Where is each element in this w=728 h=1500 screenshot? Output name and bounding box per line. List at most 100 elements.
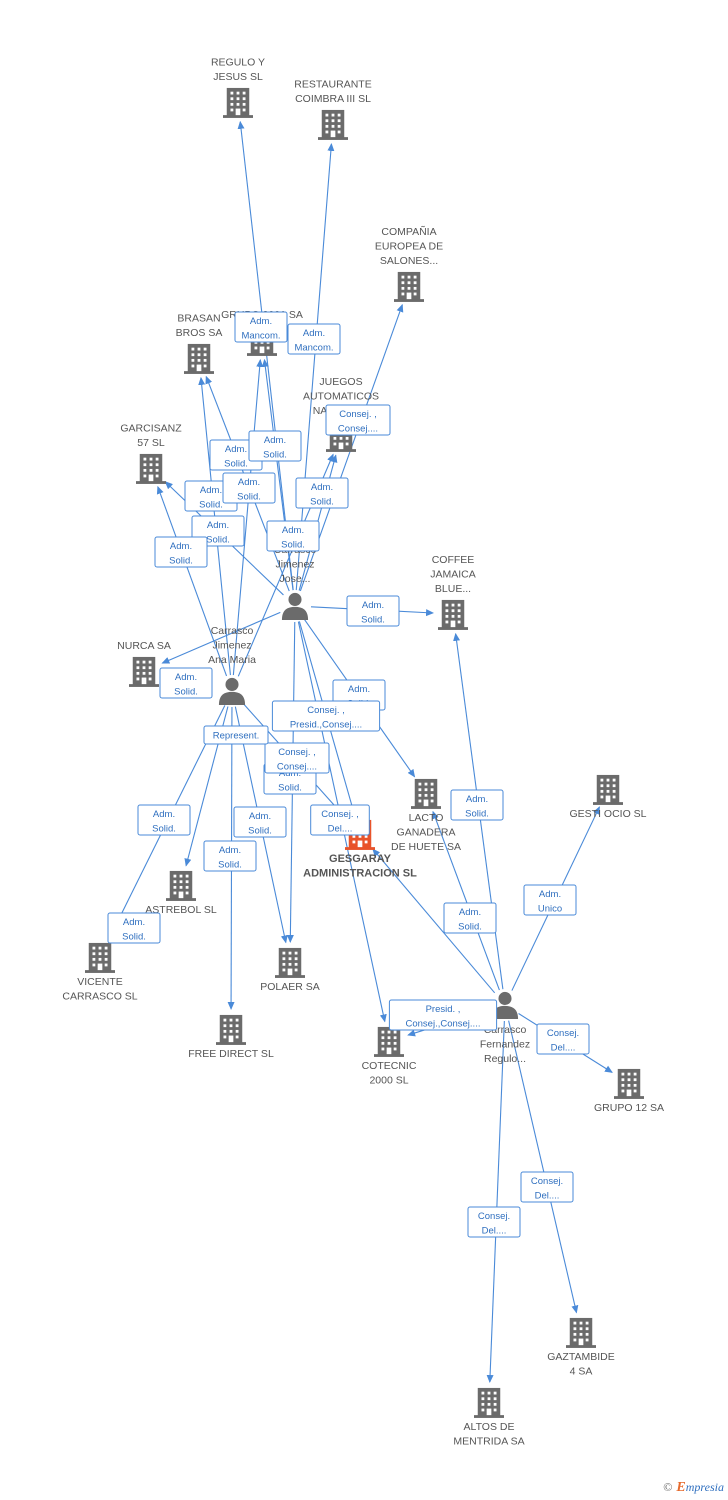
edge-role-label[interactable]: Adm.Mancom. [234, 311, 288, 343]
edge-role-label[interactable]: Adm.Solid. [203, 840, 257, 872]
node-label-line: Jimenez [275, 559, 314, 571]
edge-role-text: Adm. [175, 672, 197, 683]
edge-role-text: Adm. [238, 477, 260, 488]
building-icon [438, 599, 468, 630]
node-label-line: RESTAURANTE [294, 79, 371, 91]
node-label-line: COTECNIC [362, 1060, 417, 1072]
building-icon [411, 778, 441, 809]
edge-role-text: Solid. [278, 783, 302, 794]
building-icon [474, 1387, 504, 1418]
edge-p_ana-grupo2001 [232, 358, 264, 676]
brand-logo[interactable]: Empresia [676, 1480, 724, 1495]
edge-role-label[interactable]: Represent. [203, 725, 269, 745]
company-node-polaer[interactable]: POLAER SA [260, 947, 320, 993]
edge-role-box [203, 725, 269, 745]
edge-role-text: Adm. [311, 482, 333, 493]
edge-role-label[interactable]: Adm.Solid. [450, 789, 504, 821]
edge-role-label[interactable]: Consej.Del.... [467, 1206, 521, 1238]
edge-role-text: Adm. [303, 328, 325, 339]
node-label-line: 4 SA [570, 1366, 593, 1378]
node-label-line: NURCA SA [117, 640, 171, 652]
node-label-line: 57 SL [137, 437, 165, 449]
edge-role-box [450, 789, 504, 821]
edge-role-text: Consej. [547, 1028, 579, 1039]
edge-role-text: Adm. [539, 889, 561, 900]
edge-role-box [222, 472, 276, 504]
person-node-p_jose[interactable]: CarrascoJimenezJose... [274, 544, 317, 620]
building-icon [374, 1026, 404, 1057]
edge-role-text: Solid. [169, 556, 193, 567]
node-label-line: Regulo... [484, 1053, 526, 1065]
edge-role-label[interactable]: Adm.Solid. [159, 667, 213, 699]
building-icon [184, 343, 214, 374]
edge-role-box [520, 1171, 574, 1203]
edge-role-label[interactable]: Consej. , Presid.,Consej.... [271, 700, 381, 732]
node-label-line: BLUE... [435, 583, 471, 595]
company-node-coffee[interactable]: COFFEEJAMAICABLUE... [430, 554, 476, 630]
edge-role-text: Solid. [465, 809, 489, 820]
edge-role-label[interactable]: Adm.Solid. [191, 515, 245, 547]
edge-role-label[interactable]: Presid. ,Consej.,Consej.... [388, 999, 498, 1031]
edge-role-label[interactable]: Adm.Solid. [443, 902, 497, 934]
edge-role-box [248, 430, 302, 462]
edge-role-label[interactable]: Adm.Solid. [266, 520, 320, 552]
company-node-freedirect[interactable]: FREE DIRECT SL [188, 1014, 274, 1060]
edge-role-label[interactable]: Adm.Solid. [222, 472, 276, 504]
node-label-line: COIMBRA III SL [295, 93, 371, 105]
edge-role-label[interactable]: Consej. ,Del.... [310, 804, 370, 836]
edge-role-label[interactable]: Consej. ,Consej.... [325, 404, 391, 436]
edge-p_ana-garcisanz [156, 485, 228, 677]
edge-role-label[interactable]: Adm.Solid. [137, 804, 191, 836]
building-icon [223, 87, 253, 118]
node-label-line: COMPAÑIA [381, 225, 436, 238]
node-label-line: JUEGOS [319, 376, 362, 388]
edge-role-box [159, 667, 213, 699]
node-label-line: Jose... [280, 573, 311, 585]
edge-role-text: Consej. , [307, 705, 345, 716]
edge-role-label[interactable]: Adm.Unico [523, 884, 577, 916]
building-icon [85, 942, 115, 973]
edge-role-label[interactable]: Adm.Solid. [107, 912, 161, 944]
company-node-astrebol[interactable]: ASTREBOL SL [145, 870, 217, 916]
edge-role-box [346, 595, 400, 627]
edge-role-text: Adm. [123, 917, 145, 928]
company-node-coimbra[interactable]: RESTAURANTE COIMBRA III SL [294, 79, 372, 140]
node-label-line: ASTREBOL SL [145, 904, 217, 916]
edge-role-label[interactable]: Adm.Solid. [248, 430, 302, 462]
edge-role-text: Presid.,Consej.... [290, 720, 362, 731]
edge-role-box [233, 806, 287, 838]
edge-role-label[interactable]: Consej.Del.... [520, 1171, 574, 1203]
node-label-line: EUROPEA DE [375, 241, 443, 253]
building-icon [216, 1014, 246, 1045]
edge-p_regulo-gesgaray [372, 848, 496, 994]
company-node-grupo12[interactable]: GRUPO 12 SA [594, 1068, 664, 1114]
edge-role-label[interactable]: Adm.Solid. [295, 477, 349, 509]
edge-role-text: Consej.... [277, 762, 317, 773]
edge-role-label[interactable]: Adm.Solid. [233, 806, 287, 838]
edge-p_regulo-altos [486, 1020, 505, 1384]
company-node-gestiocio[interactable]: GESTI OCIO SL [569, 774, 647, 820]
edge-role-label[interactable]: Adm.Solid. [346, 595, 400, 627]
company-node-nurca[interactable]: NURCA SA [117, 640, 171, 687]
edge-role-label[interactable]: Consej. ,Consej.... [264, 742, 330, 774]
edge-role-label[interactable]: Adm.Solid. [154, 536, 208, 568]
building-icon [566, 1317, 596, 1348]
node-label-line: BRASAN [177, 313, 220, 325]
edge-role-text: Solid. [281, 540, 305, 551]
edge-role-label[interactable]: Adm.Mancom. [287, 323, 341, 355]
edge-role-label[interactable]: Consej.Del.... [536, 1023, 590, 1055]
edge-role-box [295, 477, 349, 509]
node-label-line: Ana Maria [208, 654, 256, 666]
